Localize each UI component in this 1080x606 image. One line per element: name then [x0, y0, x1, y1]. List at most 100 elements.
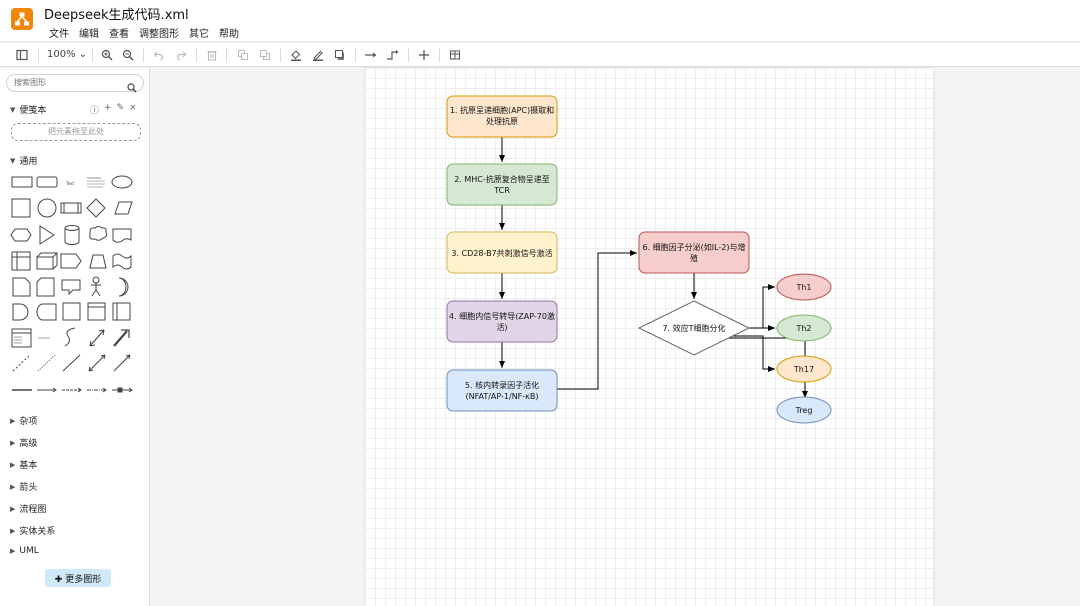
add-icon[interactable]: +	[104, 103, 112, 113]
shape-text[interactable]: Text	[65, 181, 75, 186]
shape-cloud[interactable]	[89, 226, 108, 241]
node-signal-transduction[interactable]: 4. 细胞内信号转导(ZAP-70激 活)	[446, 300, 558, 343]
shape-document[interactable]	[112, 228, 132, 243]
shape-triangle[interactable]	[39, 225, 55, 245]
line-color-icon[interactable]	[310, 47, 326, 63]
shape-internal-storage[interactable]	[11, 251, 31, 271]
section-basic[interactable]: ▶基本	[10, 458, 37, 472]
section-advanced[interactable]: ▶高级	[10, 436, 37, 450]
shape-card[interactable]	[36, 277, 55, 297]
shape-step[interactable]	[60, 253, 82, 269]
section-flowchart[interactable]: ▶流程图	[10, 502, 46, 516]
shape-actor[interactable]	[91, 276, 101, 297]
node-1-line-2: 处理抗原	[486, 116, 518, 126]
shape-textbox[interactable]	[87, 177, 105, 188]
delete-icon[interactable]	[204, 47, 220, 63]
shape-trapezoid[interactable]	[89, 254, 107, 269]
shape-line[interactable]	[62, 354, 81, 372]
shape-hexagon[interactable]	[10, 228, 32, 242]
fill-color-icon[interactable]	[288, 47, 304, 63]
search-input[interactable]	[14, 78, 124, 87]
menu-file[interactable]: 文件	[49, 29, 69, 40]
connector-n5-n6[interactable]	[557, 250, 637, 390]
caret-right-icon: ▶	[10, 504, 16, 513]
zoom-out-icon[interactable]	[120, 47, 136, 63]
menu-arrange[interactable]: 调整图形	[139, 29, 179, 40]
section-misc[interactable]: ▶杂项	[10, 414, 37, 428]
shape-list[interactable]	[11, 328, 32, 348]
node-treg[interactable]: Treg	[776, 396, 832, 424]
node-effector-differentiation[interactable]: 7. 效应T细胞分化	[637, 300, 751, 356]
shape-cylinder[interactable]	[64, 225, 80, 245]
to-back-icon[interactable]	[257, 47, 273, 63]
zoom-in-icon[interactable]	[99, 47, 115, 63]
menu-help[interactable]: 帮助	[219, 29, 239, 40]
connector-n7-th1[interactable]	[739, 284, 775, 329]
shape-parallelogram[interactable]	[114, 201, 133, 215]
shape-stored-data[interactable]	[36, 303, 57, 321]
redo-icon[interactable]	[173, 47, 189, 63]
shape-dashed-line[interactable]	[12, 354, 31, 372]
shape-dash-dot-link[interactable]	[87, 387, 107, 393]
shape-ellipse[interactable]	[111, 175, 133, 189]
close-icon[interactable]: ×	[129, 103, 137, 113]
diagram-page[interactable]	[365, 68, 933, 606]
format-panel-toggle-icon[interactable]	[14, 47, 30, 63]
insert-plus-icon[interactable]	[416, 47, 432, 63]
shape-square[interactable]	[11, 198, 31, 218]
document-title[interactable]: Deepseek生成代码.xml	[44, 8, 189, 23]
node-apc-uptake[interactable]: 1. 抗原呈递细胞(APC)摄取和 处理抗原	[446, 95, 558, 138]
undo-icon[interactable]	[151, 47, 167, 63]
node-cytokine-secretion[interactable]: 6. 细胞因子分泌(如IL-2)与增 殖	[638, 231, 750, 274]
shape-dashed-arrow-link[interactable]	[62, 387, 82, 393]
shape-bidirectional-arrow[interactable]	[89, 329, 105, 347]
to-front-icon[interactable]	[235, 47, 251, 63]
more-shapes-button[interactable]: ✚ 更多图形	[45, 569, 111, 587]
shape-note[interactable]	[12, 277, 31, 297]
section-arrows[interactable]: ▶箭头	[10, 480, 37, 494]
section-entity-relation[interactable]: ▶实体关系	[10, 524, 55, 538]
scratchpad-header[interactable]: ▼ 便笺本	[10, 103, 46, 117]
shape-rounded-rectangle[interactable]	[36, 176, 58, 188]
node-mhc-presentation[interactable]: 2. MHC-抗原复合物呈递至 TCR	[446, 163, 558, 206]
shadow-icon[interactable]	[332, 47, 348, 63]
help-icon[interactable]: ⓘ	[90, 106, 100, 116]
general-section-header[interactable]: ▼ 通用	[10, 154, 37, 168]
waypoints-icon[interactable]	[385, 47, 401, 63]
shape-curve[interactable]	[64, 327, 76, 347]
shape-cube[interactable]	[36, 252, 58, 270]
shape-diamond[interactable]	[86, 198, 106, 218]
shape-tape[interactable]	[112, 253, 132, 270]
connector-n7-th17[interactable]	[723, 335, 775, 372]
node-th1[interactable]: Th1	[776, 273, 832, 301]
node-costimulation[interactable]: 3. CD28-B7共刺激信号激活	[446, 231, 558, 274]
menu-extras[interactable]: 其它	[189, 29, 209, 40]
shape-dotted-line[interactable]	[37, 354, 56, 372]
menu-edit[interactable]: 编辑	[79, 29, 99, 40]
shape-bidirectional-connector[interactable]	[88, 354, 106, 372]
node-th2[interactable]: Th2	[776, 314, 832, 342]
section-uml[interactable]: ▶UML	[10, 546, 39, 556]
node-transcription-factors[interactable]: 5. 核内转录因子活化 (NFAT/AP-1/NF-κB)	[446, 369, 558, 412]
shape-delay[interactable]	[12, 303, 29, 321]
shape-arrow-link[interactable]	[37, 387, 57, 393]
shape-callout[interactable]	[61, 279, 81, 296]
search-icon[interactable]	[127, 78, 137, 97]
edit-pencil-icon[interactable]: ✎	[116, 103, 125, 113]
shape-rectangle[interactable]	[11, 176, 33, 188]
node-th17[interactable]: Th17	[776, 355, 832, 383]
zoom-dropdown[interactable]: 100% ⌄	[47, 49, 87, 60]
shape-association-link[interactable]	[112, 387, 133, 393]
shape-or[interactable]	[118, 277, 129, 297]
shape-swimlane[interactable]	[112, 302, 131, 321]
scratchpad-drop-zone[interactable]: 把元素拖至此处	[11, 123, 141, 141]
shape-directional-connector[interactable]	[113, 354, 131, 372]
shape-container[interactable]	[87, 302, 106, 321]
menu-view[interactable]: 查看	[109, 29, 129, 40]
shape-process[interactable]	[60, 202, 82, 214]
shape-circle[interactable]	[37, 198, 57, 218]
table-icon[interactable]	[447, 47, 463, 63]
shape-arrow[interactable]	[113, 329, 130, 347]
shape-square-2[interactable]	[62, 302, 81, 321]
connection-arrow-icon[interactable]	[363, 47, 379, 63]
